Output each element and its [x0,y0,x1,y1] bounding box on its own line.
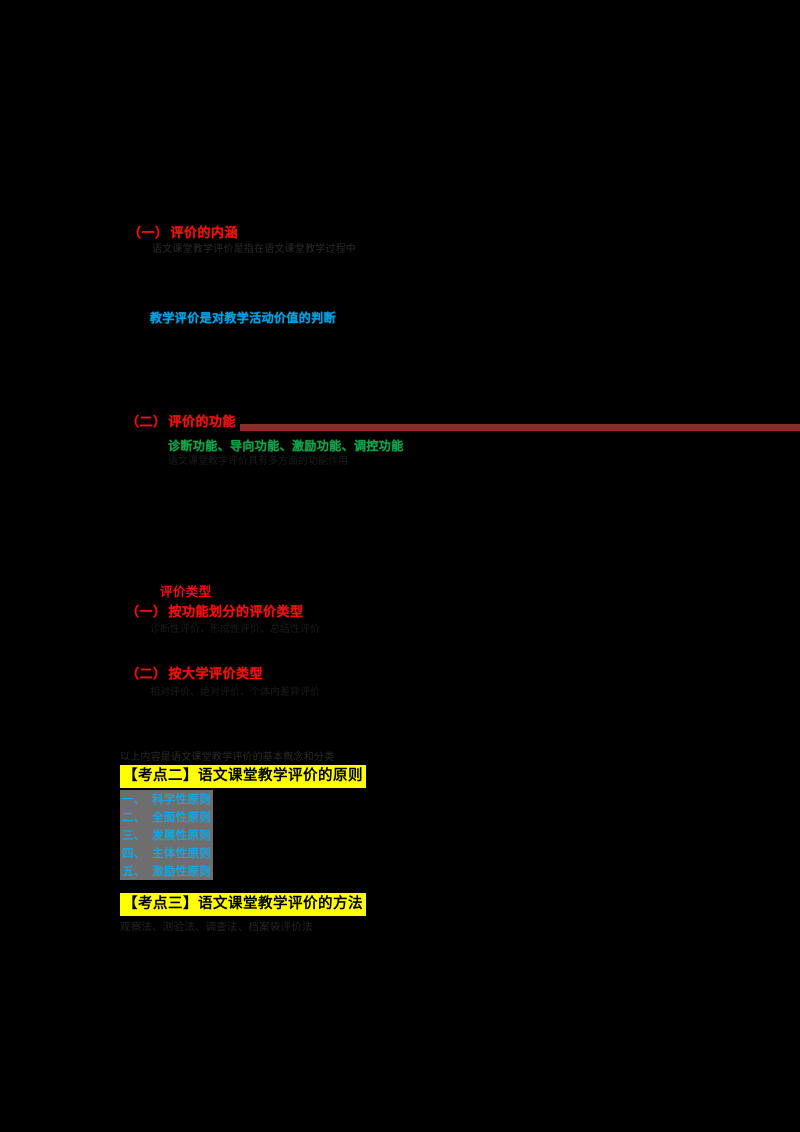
list-item: 五、激励性原则 [120,862,213,880]
kaodian-three-title: 【考点三】语文课堂教学评价的方法 [120,893,366,916]
list-item-label: 发展性原则 [152,828,211,842]
kaodian-two-title: 【考点二】语文课堂教学评价的原则 [120,765,366,788]
section-four-title: 按大学评价类型 [168,667,264,682]
section-two-title: 评价的功能 [168,415,237,430]
section-two-ghost-text: 语文课堂教学评价具有多方面的功能作用 [168,456,348,467]
list-item-number: 一、 [122,792,146,806]
list-item-number: 二、 [122,810,146,824]
kaodian-two-pre-text: 以上内容是语文课堂教学评价的基本概念和分类 [120,752,335,763]
section-one-cyan-note: 教学评价是对教学活动价值的判断 [150,311,337,325]
list-item: 一、科学性原则 [120,790,213,808]
list-item-number: 五、 [122,864,146,878]
list-item-number: 三、 [122,828,146,842]
section-three-heading: （一）按功能划分的评价类型 [126,601,304,620]
section-one-ghost-text: 语文课堂教学评价是指在语文课堂教学过程中 [152,244,356,255]
list-item-label: 全面性原则 [152,810,211,824]
list-item-label: 科学性原则 [152,792,211,806]
section-two-green-note: 诊断功能、导向功能、激励功能、调控功能 [168,439,404,453]
section-four-ghost-text: 相对评价、绝对评价、个体内差异评价 [150,687,320,698]
maroon-divider-rule [240,424,800,431]
section-two-heading: （二）评价的功能 [126,411,236,430]
section-one-marker: （一） [128,226,169,241]
list-item-label: 激励性原则 [152,864,211,878]
section-four-marker: （二） [126,667,167,682]
evaluation-type-label: 评价类型 [160,584,212,599]
section-one-heading: （一）评价的内涵 [128,222,238,241]
section-three-marker: （一） [126,605,167,620]
section-four-heading: （二）按大学评价类型 [126,663,263,682]
section-two-marker: （二） [126,415,167,430]
list-item-number: 四、 [122,846,146,860]
list-item-label: 主体性原则 [152,846,211,860]
list-item: 二、全面性原则 [120,808,213,826]
kaodian-two-principles-list: 一、科学性原则 二、全面性原则 三、发展性原则 四、主体性原则 五、激励性原则 [120,790,213,880]
section-one-title: 评价的内涵 [170,226,239,241]
list-item: 四、主体性原则 [120,844,213,862]
kaodian-three-sub-text: 观察法、测验法、调查法、档案袋评价法 [120,921,313,933]
section-three-ghost-text: 诊断性评价、形成性评价、总结性评价 [150,624,320,635]
section-three-title: 按功能划分的评价类型 [168,605,304,620]
list-item: 三、发展性原则 [120,826,213,844]
